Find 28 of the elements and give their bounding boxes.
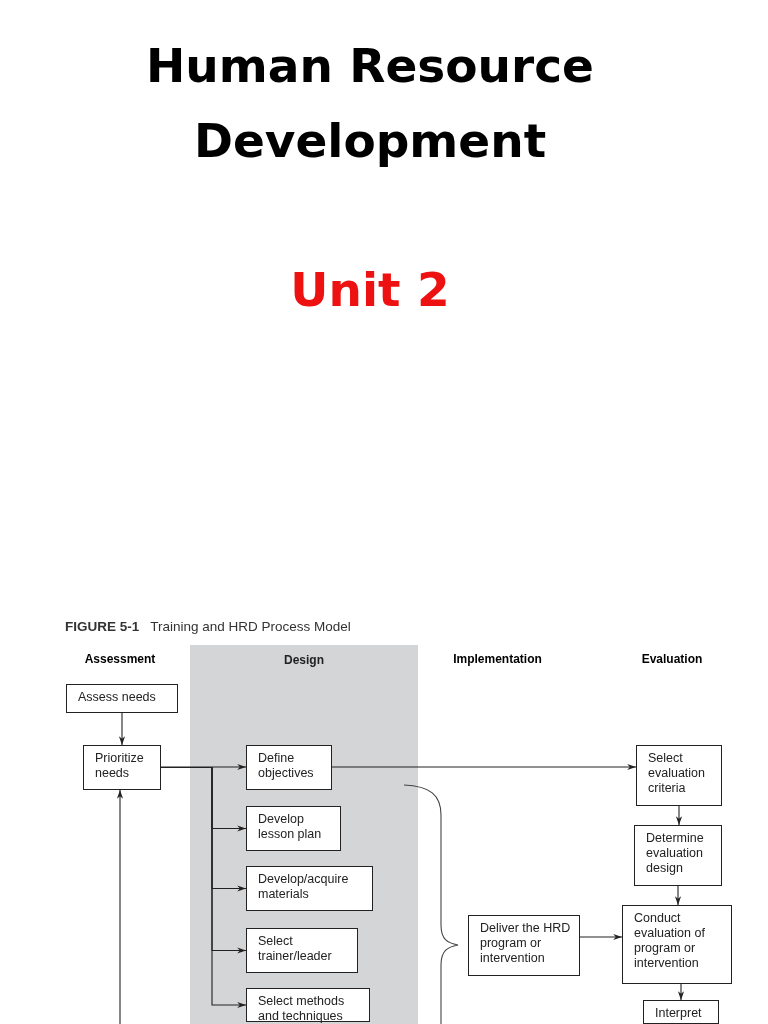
column-heading: Evaluation — [640, 652, 704, 666]
column-heading: Design — [283, 653, 325, 667]
arrow — [675, 805, 683, 826]
arrow — [118, 712, 126, 746]
process-box: Deliver the HRD program or intervention — [468, 915, 580, 976]
column-heading: Assessment — [83, 652, 157, 666]
process-box: Assess needs — [66, 684, 178, 713]
arrow — [160, 763, 247, 771]
subtitle: Unit 2 — [289, 262, 451, 317]
process-box: Determine evaluation design — [634, 825, 722, 886]
process-box: Select trainer/leader — [246, 928, 358, 973]
arrow — [331, 763, 637, 771]
process-box: Select evaluation criteria — [636, 745, 722, 806]
process-box: Interpret — [643, 1000, 719, 1024]
arrow — [674, 885, 682, 906]
process-box: Conduct evaluation of program or intervention — [622, 905, 732, 984]
column-heading: Implementation — [452, 652, 543, 666]
process-box: Develop lesson plan — [246, 806, 341, 851]
figure-caption: FIGURE 5-1 Training and HRD Process Model — [65, 619, 351, 634]
arrow — [579, 933, 623, 941]
process-box: Define objectives — [246, 745, 332, 790]
process-box: Select methods and techniques — [246, 988, 370, 1022]
design-band — [190, 645, 418, 1024]
process-box: Develop/acquire materials — [246, 866, 373, 911]
process-box: Prioritize needs — [83, 745, 161, 790]
title: Human Resource Development — [145, 37, 595, 170]
arrow — [677, 983, 685, 1001]
arrow — [116, 789, 124, 1024]
